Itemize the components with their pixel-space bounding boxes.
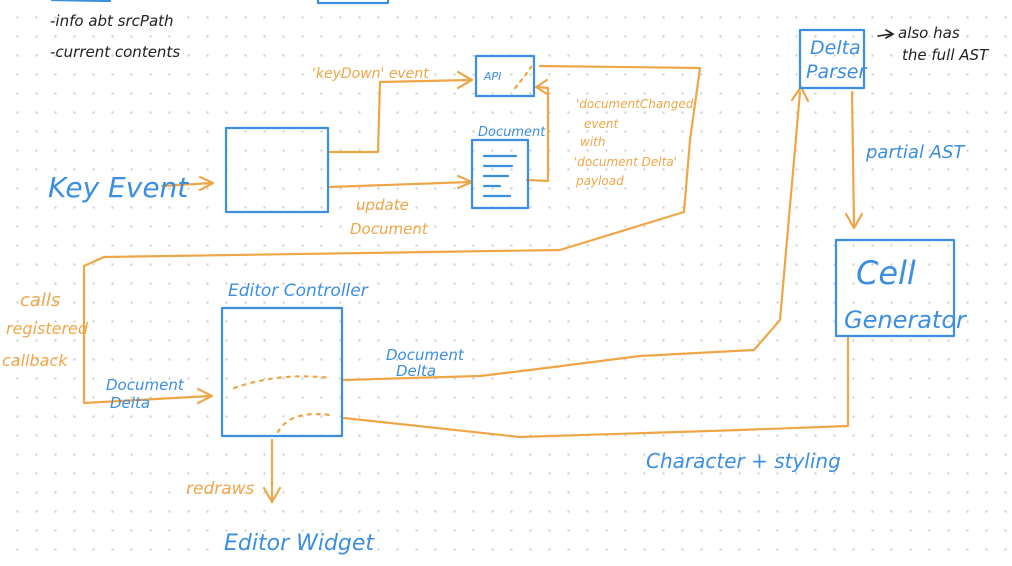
edge-character-styling <box>342 334 850 439</box>
dash-trace-upper <box>232 375 332 390</box>
dash-trace-api <box>513 60 536 90</box>
note-current-contents: -current contents <box>50 43 180 61</box>
edge-key-event <box>160 181 214 188</box>
cut-off-line <box>50 0 112 3</box>
arrowhead-cell-generator <box>844 212 864 230</box>
editor-widget-label: Editor Widget <box>224 531 375 556</box>
cut-off-box <box>316 0 390 5</box>
edge-document-to-api <box>525 85 550 183</box>
arrowhead-api-return <box>534 78 549 96</box>
note-arrow <box>877 33 893 37</box>
character-styling-label: Character + styling <box>646 449 841 473</box>
edge-to-api <box>326 78 472 154</box>
dash-trace-lower <box>276 413 332 434</box>
doc-delta-out-label-2: Delta <box>396 362 436 380</box>
blue-nodes <box>220 28 956 438</box>
update-label-2: Document <box>350 220 429 238</box>
api-box <box>474 54 536 98</box>
arrowhead-key-event <box>198 175 215 192</box>
edge-callback-loop <box>82 64 702 405</box>
doc-changed-label-5: payload <box>575 174 624 188</box>
doc-delta-in-label-2: Delta <box>110 394 150 412</box>
partial-ast-label: partial AST <box>865 142 966 163</box>
editor-controller-label: Editor Controller <box>228 281 369 301</box>
blue-labels: Key Event API Document Editor Controller… <box>48 37 968 556</box>
editor-controller-box <box>220 306 344 438</box>
calls-label-2: registered <box>6 319 89 338</box>
calls-label-3: callback <box>2 351 68 370</box>
delta-parser-note: also has the full AST <box>877 24 990 64</box>
calls-label-1: calls <box>20 290 60 311</box>
orange-labels: 'keyDown' event 'documentChanged' event … <box>2 66 697 499</box>
document-box <box>470 138 530 210</box>
doc-delta-in-label-1: Document <box>106 376 185 394</box>
key-event-label: Key Event <box>48 171 189 204</box>
note-arrowhead <box>885 29 895 39</box>
update-label-1: update <box>356 196 409 214</box>
edge-to-document <box>328 180 472 189</box>
redraws-label: redraws <box>186 479 255 499</box>
cell-generator-label-1: Cell <box>856 254 916 292</box>
input-handler-box <box>224 126 330 214</box>
top-left-notes: -info abt srcPath -current contents <box>50 0 390 61</box>
edge-to-delta-parser <box>340 90 802 382</box>
doc-changed-label-3: with <box>580 135 605 149</box>
arrowhead-editor-in <box>196 387 214 405</box>
doc-changed-label-2: event <box>584 117 619 131</box>
delta-parser-label-1: Delta <box>810 37 861 59</box>
delta-parser-box <box>798 28 866 90</box>
arrowhead-redraws <box>262 486 282 504</box>
keydown-event-label: 'keyDown' event <box>312 66 429 82</box>
doc-changed-label-4: 'document Delta' <box>574 155 677 169</box>
arrowhead-api <box>456 70 474 90</box>
note-full-ast: the full AST <box>902 46 990 64</box>
doc-changed-label-1: 'documentChanged' <box>576 97 697 111</box>
note-src-path: -info abt srcPath <box>50 12 174 30</box>
note-also-has: also has <box>898 24 960 42</box>
api-label: API <box>483 70 501 83</box>
orange-connectors <box>82 60 864 504</box>
doc-delta-out-label-1: Document <box>386 346 465 364</box>
delta-parser-label-2: Parser <box>806 61 868 83</box>
edge-partial-ast <box>850 90 856 227</box>
cell-generator-label-2: Generator <box>844 306 968 334</box>
document-lines-icon <box>482 154 518 198</box>
cell-generator-box <box>834 238 956 338</box>
document-label: Document <box>478 125 546 140</box>
